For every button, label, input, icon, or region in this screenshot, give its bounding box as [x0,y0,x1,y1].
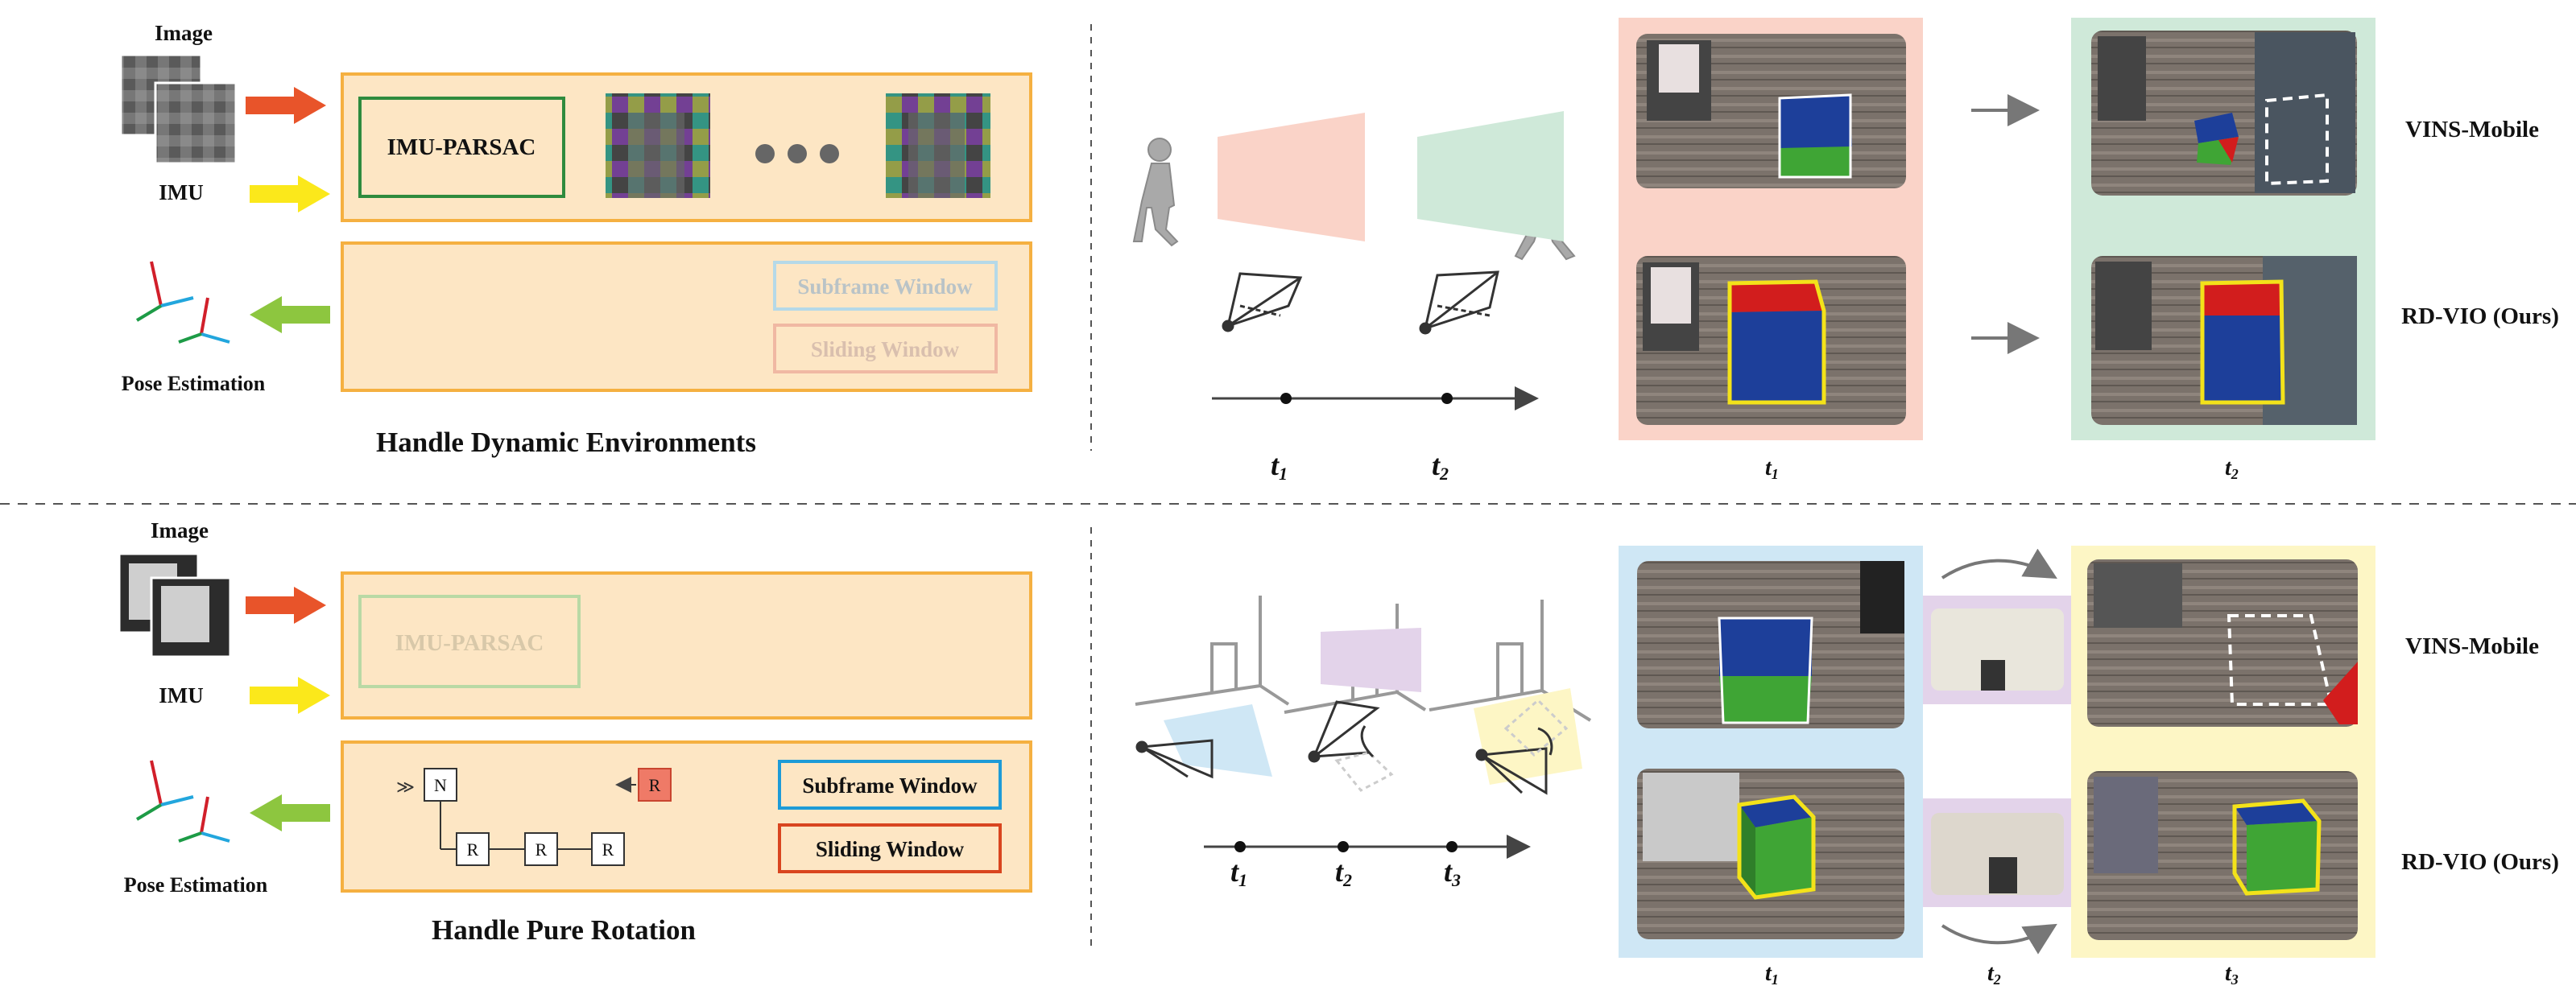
view-frustum-lilac [1321,628,1421,692]
bottom-t3-vins-photo [2087,559,2358,727]
bottom-time-t2: t2 [1335,856,1352,890]
imu-input-arrow-icon [250,175,330,212]
bottom-imu-label: IMU [159,683,204,707]
node-r-label: R [649,775,661,795]
bottom-section-title: Handle Pure Rotation [432,914,696,946]
image-input-arrow-icon [246,87,326,124]
bottom-photo-time-t3: t3 [2225,961,2239,988]
ar-cube [2200,279,2285,405]
top-photo-time-t2: t2 [2225,456,2239,482]
bottom-t2-thumb-upper [1931,608,2064,691]
view-frustum-yellow [1474,688,1582,785]
bottom-scene-illustration: t1 t2 t3 [1135,596,1592,890]
bottom-parsac-box [358,595,581,688]
top-subframe-window [773,261,998,311]
camera-icon [1475,698,1569,795]
bottom-t2-thumb-lower [1931,813,2064,895]
bottom-subframe-label: Subframe Window [802,773,978,798]
node-r-label: R [467,839,479,860]
ar-cube [2194,113,2239,165]
top-sliding-window [773,324,998,373]
imu-input-arrow-icon [250,677,330,714]
bottom-pose-label: Pose Estimation [124,873,268,897]
node-r-label: R [602,839,614,860]
transition-arc-upper-icon [1941,548,2057,579]
camera-icon [1419,270,1499,335]
node-r-label: R [535,839,548,860]
bottom-pipeline: Image IMU IMU-PARSAC ≫ N R [118,518,1032,946]
walking-person-icon [1132,138,1179,247]
top-timeline [1212,386,1539,410]
top-section-title: Handle Dynamic Environments [376,427,756,458]
view-frustum-pink [1218,113,1365,241]
bottom-photo-time-t2: t2 [1987,961,2001,988]
top-image-label: Image [155,21,213,45]
top-pipeline: Image IMU IMU-PARSAC [119,21,1032,458]
pose-output-arrow-icon [250,794,330,831]
top-t1-vins-photo [1636,34,1906,188]
top-pose-label: Pose Estimation [122,372,266,395]
view-frustum-green [1417,111,1564,241]
bottom-method-b-label: RD-VIO (Ours) [2401,849,2559,875]
transition-arc-lower-icon [1941,923,2057,955]
camera-icon [1308,700,1394,792]
top-subframe-label: Subframe Window [797,274,973,299]
bottom-time-t1: t1 [1230,856,1247,890]
top-parsac-box [358,97,565,198]
bottom-backend-panel [341,740,1032,893]
pose-output-arrow-icon [250,296,330,333]
top-method-b-label: RD-VIO (Ours) [2401,303,2559,329]
pose-axes-icon [135,760,230,843]
room-wireframe [1135,596,1290,706]
camera-icon [1135,739,1214,779]
top-time-t2: t2 [1432,449,1449,484]
bottom-results: VINS-Mobile RD-VIO (Ours) t1 t2 t3 [1619,546,2559,988]
bottom-subframe-window [778,760,1002,810]
bottom-method-a-label: VINS-Mobile [2405,633,2539,659]
bottom-parsac-label: IMU-PARSAC [395,630,544,656]
bottom-image-label: Image [151,518,209,542]
ar-cube [2323,662,2358,724]
feature-frame-1 [606,93,710,198]
bottom-t3-ours-photo [2087,771,2358,940]
top-time-t1: t1 [1271,449,1288,484]
ar-cube [1718,617,1813,724]
bottom-t1-ours-photo [1637,769,1904,939]
bottom-frontend-panel [341,571,1032,720]
feature-frame-2 [886,93,990,198]
bottom-sliding-window [778,823,1002,873]
top-backend-panel [341,241,1032,392]
top-imu-label: IMU [159,180,204,204]
top-photo-time-t1: t1 [1765,456,1779,482]
ar-cube [2232,798,2322,896]
bottom-sliding-label: Sliding Window [816,837,965,861]
camera-icon [1222,272,1303,332]
keyframe-graph: ≫ N R R R R [396,768,672,866]
top-image-stack [119,53,238,165]
skip-icon: ≫ [396,777,415,797]
top-scene-illustration: t1 t2 [1132,111,1576,484]
top-sliding-label: Sliding Window [811,337,960,361]
bottom-image-stack [118,552,232,658]
bottom-t1-vins-photo [1637,561,1904,728]
top-t2-vins-photo [2091,31,2357,196]
image-input-arrow-icon [246,587,326,624]
bottom-timeline [1204,835,1531,859]
bottom-photo-time-t1: t1 [1765,961,1779,988]
ar-cube [1737,794,1816,900]
node-n-label: N [434,775,447,795]
top-t1-ours-photo [1636,256,1906,425]
bottom-time-t3: t3 [1444,856,1461,890]
pose-axes-icon [135,261,230,344]
view-frustum-blue [1164,704,1272,777]
top-parsac-label: IMU-PARSAC [387,134,536,160]
top-results: VINS-Mobile RD-VIO (Ours) t1 t2 [1619,18,2559,482]
ellipsis-icon [755,144,839,163]
top-method-a-label: VINS-Mobile [2405,117,2539,142]
top-t2-ours-photo [2091,256,2357,425]
ar-cube [1727,279,1826,405]
